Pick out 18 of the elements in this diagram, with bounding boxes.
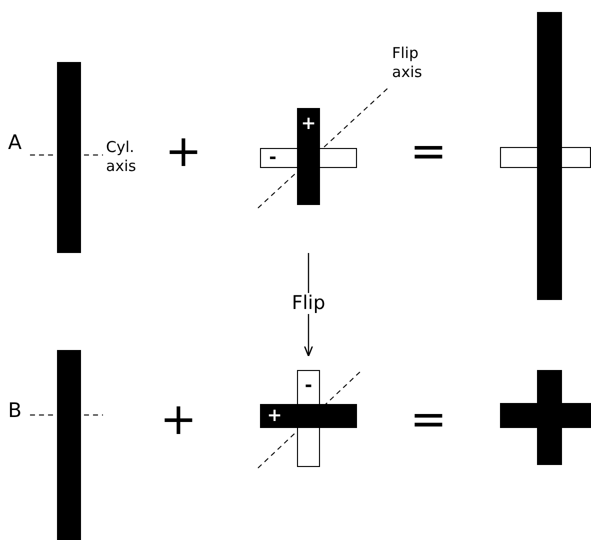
vertical-bar: [57, 62, 81, 253]
axis-label: Flip axis: [392, 44, 424, 82]
plus-sign: +: [165, 130, 202, 174]
panel-label: B: [8, 400, 22, 420]
equals-sign: =: [410, 130, 447, 174]
horizontal-bar: [260, 404, 357, 428]
plus-sign: +: [160, 398, 197, 442]
panel-label: A: [8, 132, 22, 152]
sign-label: +: [267, 407, 282, 425]
cross-shape: [500, 370, 591, 465]
sign-label: +: [300, 115, 316, 133]
vertical-bar: [57, 350, 81, 540]
sign-label: -: [304, 377, 312, 395]
vertical-bar: [537, 12, 562, 300]
equals-sign: =: [410, 398, 447, 442]
sign-label: -: [269, 149, 276, 167]
vertical-bar: [297, 108, 320, 205]
axis-label: Cyl. axis: [106, 138, 138, 176]
